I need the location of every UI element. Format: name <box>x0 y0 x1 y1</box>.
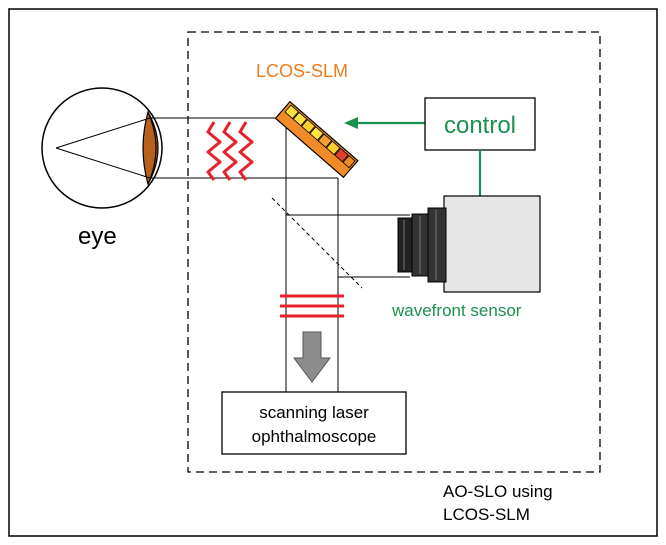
beam-splitter <box>271 197 363 289</box>
caption-line1: AO-SLO using <box>443 482 553 501</box>
wavefront-sensor-icon <box>397 195 541 293</box>
sensor-label: wavefront sensor <box>391 301 522 320</box>
slo-box <box>221 391 407 455</box>
control-box <box>424 97 536 151</box>
distorted-wavefront <box>206 121 254 181</box>
outer-frame <box>8 8 658 537</box>
system-boundary <box>187 31 601 473</box>
eye-label: eye <box>78 223 117 250</box>
slo-label-line2: ophthalmoscope <box>252 427 377 446</box>
control-label: control <box>444 112 516 139</box>
corrected-wavefront <box>280 294 344 318</box>
eye-icon <box>41 87 163 209</box>
down-arrow-icon <box>293 331 331 383</box>
control-arrowhead-icon <box>344 117 358 129</box>
caption-line2: LCOS-SLM <box>443 505 530 524</box>
slo-label-line1: scanning laser <box>259 403 369 422</box>
slm-label: LCOS-SLM <box>256 61 348 81</box>
lcos-slm-icon <box>274 100 359 179</box>
